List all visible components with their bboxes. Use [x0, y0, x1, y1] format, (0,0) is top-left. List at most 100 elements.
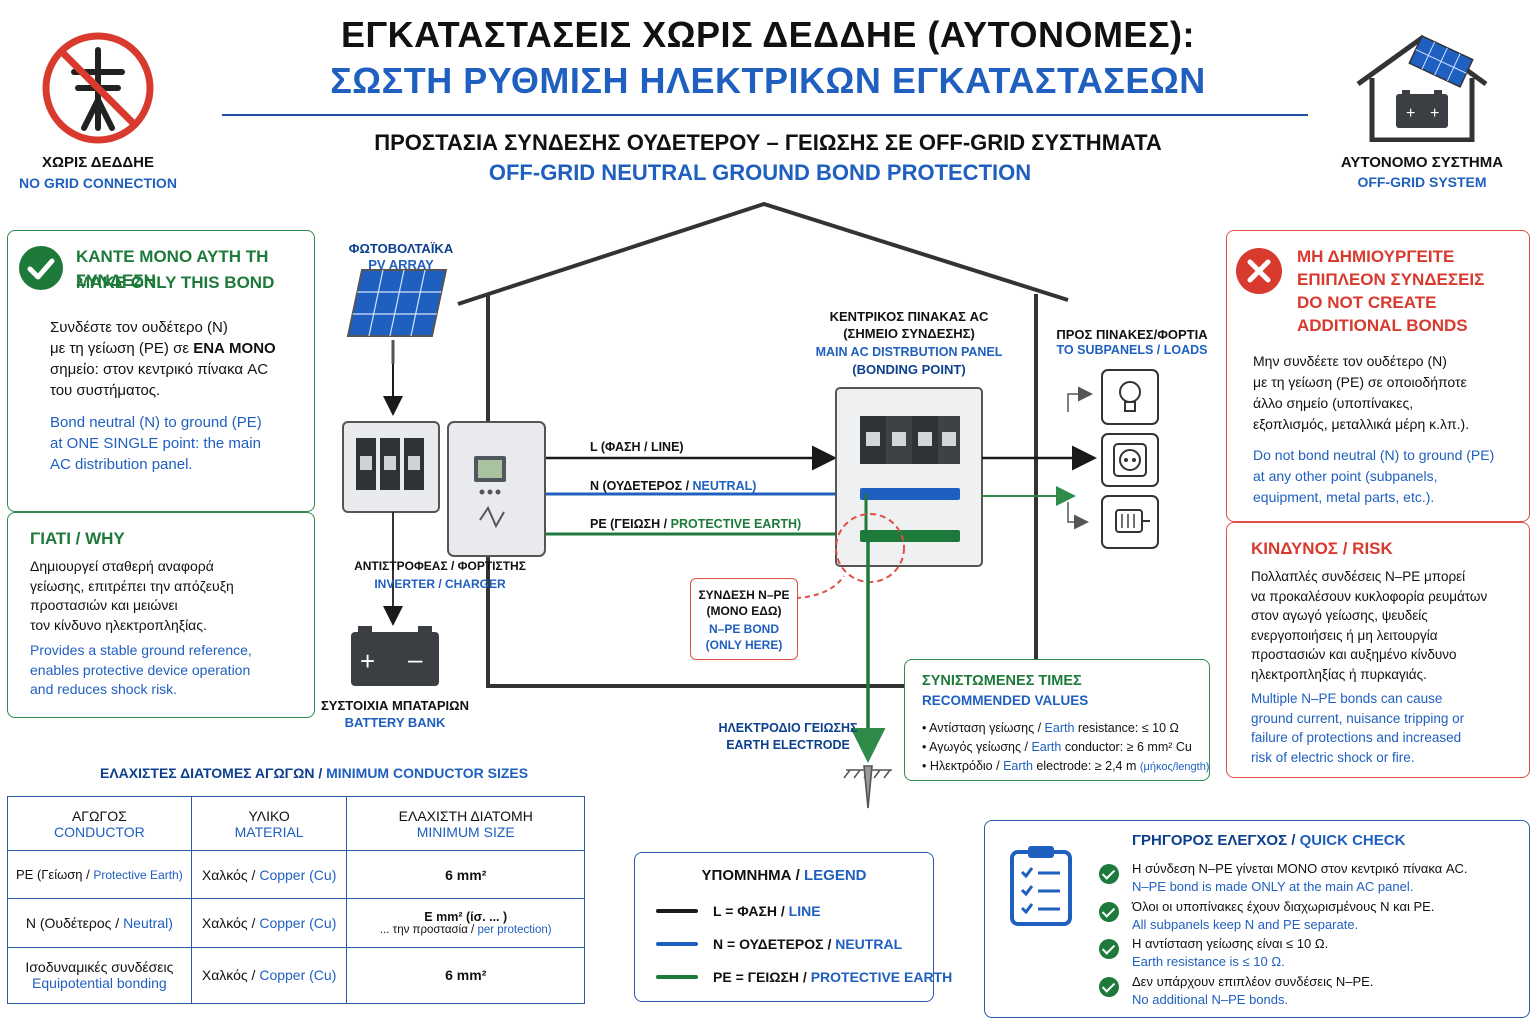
battery-label-gr: ΣΥΣΤΟΙΧΙΑ ΜΠΑΤΑΡΙΩΝ: [321, 698, 469, 713]
make-bond-text-gr-3: σημείο: στον κεντρικό πίνακα AC: [50, 361, 269, 378]
main-ac-panel-icon: [835, 387, 983, 567]
no-bond-heading-3: DO NOT CREATE: [1297, 293, 1437, 312]
electrode-label-en: EARTH ELECTRODE: [726, 738, 850, 752]
title-divider: [222, 114, 1308, 116]
no-bond-line: at any other point (subpanels,: [1253, 468, 1438, 484]
recommended-item: • Αγωγός γείωσης / Earth conductor: ≥ 6 …: [922, 740, 1192, 754]
risk-line: ground current, nuisance tripping or: [1251, 710, 1465, 726]
risk-panel: ΚΙΝΔΥΝΟΣ / RISK Πολλαπλές συνδέσεις N–PE…: [1226, 522, 1530, 778]
earth-label: PE (ΓΕΙΩΣΗ / PROTECTIVE EARTH): [590, 517, 802, 531]
legend-label: N = ΟΥΔΕΤΕΡΟΣ / NEUTRAL: [713, 936, 903, 952]
make-bond-panel: ΚΑΝΤΕ ΜΟΝΟ ΑΥΤΗ ΤΗ ΣΥΝΔΕΣΗ MAKE ONLY THI…: [7, 230, 315, 512]
socket-icon: [1101, 433, 1159, 487]
off-grid-label-en: OFF-GRID SYSTEM: [1357, 174, 1487, 190]
electrode-label-gr: ΗΛΕΚΤΡΟΔΙΟ ΓΕΙΩΣΗΣ: [718, 721, 858, 735]
legend-swatch: [656, 975, 698, 979]
why-line: Provides a stable ground reference,: [30, 642, 252, 658]
make-bond-text-en-1: Bond neutral (N) to ground (PE): [50, 414, 262, 431]
table-row: N (Ουδέτερος / Neutral) Χαλκός / Copper …: [7, 898, 585, 948]
bond-callout-gr-1: ΣΥΝΔΕΣΗ N–PE: [698, 588, 790, 602]
off-grid-label-gr: ΑΥΤΟΝΟΜΟ ΣΥΣΤΗΜΑ: [1340, 154, 1504, 171]
make-bond-text-en-3: AC distribution panel.: [50, 456, 193, 473]
risk-text-en: Multiple N–PE bonds can cause ground cur…: [1251, 689, 1464, 767]
motor-icon: [1101, 495, 1159, 549]
bond-highlight-circle: [835, 513, 905, 583]
risk-line: στον αγωγό γείωσης, ψευδείς: [1251, 608, 1428, 623]
check-icon: [1099, 864, 1119, 884]
why-heading: ΓΙΑΤΙ / WHY: [30, 529, 125, 548]
risk-text-gr: Πολλαπλές συνδέσεις N–PE μπορεί να προκα…: [1251, 567, 1487, 684]
why-line: γείωσης, επιτρέπει την απόζευξη: [30, 577, 234, 594]
make-bond-text-en-2: at ONE SINGLE point: the main: [50, 435, 261, 452]
no-bond-text-gr: Μην συνδέετε τον ουδέτερο (N) με τη γείω…: [1253, 351, 1469, 435]
no-bond-line: Do not bond neutral (N) to ground (PE): [1253, 447, 1495, 463]
risk-line: ενεργοποιήσεις ή μη λειτουργία: [1251, 627, 1438, 643]
legend-label: PE = ΓΕΙΩΣΗ / PROTECTIVE EARTH: [713, 969, 953, 985]
table-cell: PE (Γείωση / Protective Earth): [7, 850, 192, 900]
risk-line: failure of protections and increased: [1251, 730, 1462, 745]
why-line: τον κίνδυνο ηλεκτροπληξίας.: [30, 616, 207, 633]
pv-label-gr: ΦΩΤΟΒΟΛΤΑΪΚΑ: [348, 241, 454, 256]
quick-check-title: ΓΡΗΓΟΡΟΣ ΕΛΕΓΧΟΣ / QUICK CHECK: [1132, 832, 1406, 849]
risk-line: Πολλαπλές συνδέσεις N–PE μπορεί: [1251, 569, 1466, 584]
recommended-values-panel: [904, 659, 1210, 781]
svg-text:–: –: [408, 644, 423, 674]
risk-line: προστασιών και αυξημένο κίνδυνο: [1251, 647, 1457, 662]
why-text-en: Provides a stable ground reference, enab…: [30, 641, 252, 700]
main-panel-label-gr-1: ΚΕΝΤΡΙΚΟΣ ΠΙΝΑΚΑΣ AC: [829, 309, 989, 324]
no-bond-line: άλλο σημείο (υποπίνακες,: [1253, 395, 1414, 411]
check-icon: [1099, 939, 1119, 959]
inverter-label-gr: ΑΝΤΙΣΤΡΟΦΕΑΣ / ΦΟΡΤΙΣΤΗΣ: [354, 559, 526, 573]
quick-check-item: Όλοι οι υποπίνακες έχουν διαχωρισμένους …: [1132, 898, 1435, 932]
inverter-icon: [447, 421, 546, 557]
why-line: προστασιών και μειώνει: [30, 597, 178, 613]
risk-heading: ΚΙΝΔΥΝΟΣ / RISK: [1251, 539, 1393, 558]
check-icon: [1099, 976, 1119, 997]
no-bond-line: Μην συνδέετε τον ουδέτερο (N): [1253, 353, 1447, 369]
table-cell: 6 mm²: [346, 850, 585, 900]
earth-electrode-icon: [843, 765, 892, 809]
loads-label-en: TO SUBPANELS / LOADS: [1056, 343, 1208, 357]
check-icon: [1099, 901, 1119, 922]
pv-label-en: PV ARRAY: [368, 257, 434, 272]
bond-callout-gr-2: (ΜΟΝΟ ΕΔΩ): [706, 604, 782, 618]
recommended-item: • Ηλεκτρόδιο / Earth electrode: ≥ 2,4 m …: [922, 759, 1210, 773]
make-bond-text-gr-2: με τη γείωση (PE) σε ΕΝΑ ΜΟΝΟ: [50, 340, 276, 357]
table-cell: N (Ουδέτερος / Neutral): [7, 898, 192, 948]
check-icon: [19, 246, 63, 290]
risk-line: ηλεκτροπληξίας ή πυρκαγιάς.: [1251, 666, 1427, 682]
pv-panel-icon: [346, 269, 448, 337]
main-panel-label-en-1: MAIN AC DISTRBUTION PANEL: [815, 345, 1003, 359]
battery-label-en: BATTERY BANK: [344, 715, 446, 730]
quick-check-item: Η σύνδεση N–PE γίνεται ΜΟΝΟ στον κεντρικ…: [1132, 861, 1468, 894]
risk-line: Multiple N–PE bonds can cause: [1251, 691, 1443, 706]
no-bond-heading-4: ADDITIONAL BONDS: [1297, 316, 1468, 335]
no-bond-heading-2: ΕΠΙΠΛΕΟΝ ΣΥΝΔΕΣΕΙΣ: [1297, 270, 1485, 289]
table-cell: Χαλκός / Copper (Cu): [190, 898, 348, 948]
make-bond-heading-gr: ΚΑΝΤΕ ΜΟΝΟ ΑΥΤΗ ΤΗ ΣΥΝΔΕΣΗ: [76, 247, 269, 290]
svg-text:+: +: [1406, 105, 1415, 122]
main-panel-label-gr-2: (ΣΗΜΕΙΟ ΣΥΝΔΕΣΗΣ): [843, 326, 975, 341]
legend-label: L = ΦΑΣΗ / LINE: [713, 903, 821, 919]
error-icon: [1236, 248, 1282, 294]
no-bond-line: εξοπλισμός, μεταλλικά μέρη κ.λπ.).: [1253, 416, 1470, 432]
legend-swatch: [656, 942, 698, 946]
section-title-en: OFF-GRID NEUTRAL GROUND BOND PROTECTION: [488, 160, 1032, 185]
clipboard-icon: [1010, 846, 1072, 926]
make-bond-text-gr-4: του συστήματος.: [50, 382, 161, 399]
line-label: L (ΦΑΣΗ / LINE): [590, 440, 684, 454]
main-panel-label-en-2: (BONDING POINT): [852, 362, 966, 377]
recommended-item: • Αντίσταση γείωσης / Earth resistance: …: [922, 721, 1179, 735]
light-bulb-icon: [1101, 369, 1159, 425]
table-cell: Ε mm² (ίσ. ... )... την προστασία / per …: [346, 898, 585, 948]
why-line: Δημιουργεί σταθερή αναφορά: [30, 558, 214, 574]
table-row: PE (Γείωση / Protective Earth) Χαλκός / …: [7, 850, 585, 900]
recommended-heading-gr: ΣΥΝΙΣΤΩΜΕΝΕΣ ΤΙΜΕΣ: [922, 673, 1082, 689]
quick-check-item: Δεν υπάρχουν επιπλέον συνδέσεις N–PE.No …: [1132, 973, 1374, 1007]
no-bond-text-en: Do not bond neutral (N) to ground (PE) a…: [1253, 445, 1494, 508]
